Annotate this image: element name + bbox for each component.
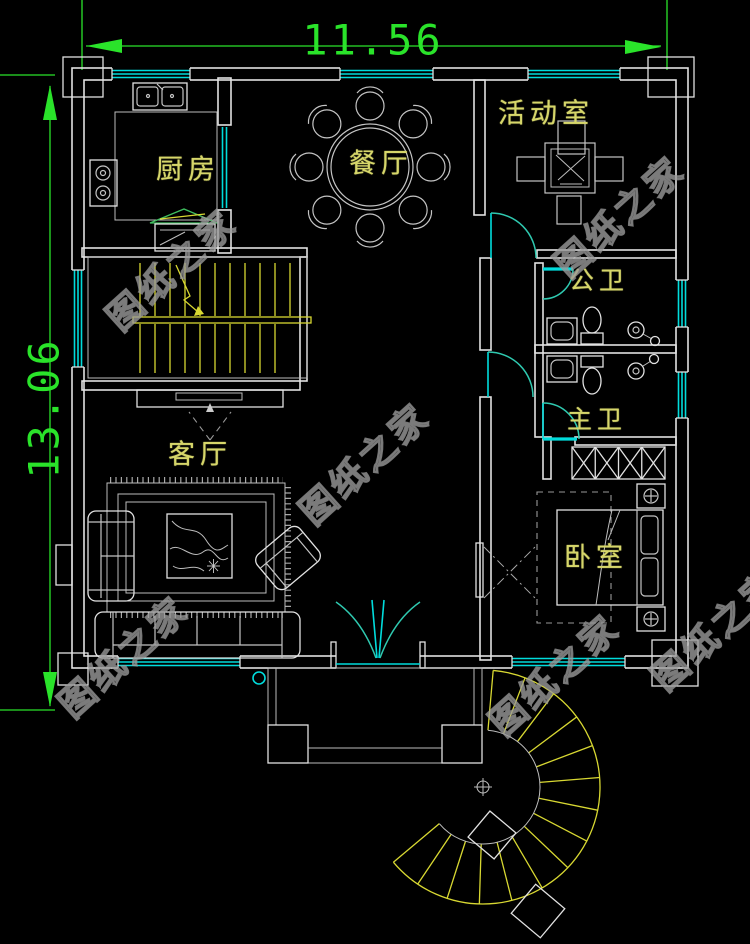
porch-column [441, 724, 483, 764]
toilet-icon [580, 306, 604, 345]
room-label-kitchen: 厨房 [156, 154, 220, 186]
pillow [640, 515, 659, 555]
toilet-icon [580, 355, 604, 395]
chair [307, 104, 342, 139]
dimension-height-label: 13.06 [19, 337, 69, 479]
chair [516, 156, 546, 182]
chair [398, 195, 433, 230]
room-label-master-bath: 主卫 [566, 405, 628, 434]
chair [416, 152, 451, 182]
sink-icon [546, 317, 578, 345]
sink-icon [546, 355, 578, 383]
room-label-living: 客厅 [168, 439, 232, 471]
tv-icon [475, 542, 537, 600]
porch [252, 667, 483, 764]
chair [557, 120, 586, 155]
kitchen-sink-icon [132, 82, 188, 111]
room-label-bedroom: 卧室 [564, 542, 628, 574]
fridge-icon [154, 223, 216, 252]
staircase [87, 256, 312, 379]
nightstand-bottom [636, 606, 666, 632]
chair [398, 104, 433, 139]
chair [556, 195, 582, 225]
chair [594, 156, 624, 182]
dining-table-set [289, 86, 451, 248]
hall-door [487, 351, 534, 398]
room-label-dining: 餐厅 [349, 148, 413, 180]
wardrobe [571, 446, 666, 480]
windows [71, 67, 689, 669]
dim-arrow-right [625, 40, 661, 54]
chair [307, 195, 342, 230]
room-label-activity: 活动室 [498, 98, 594, 130]
mahjong-table-set [516, 120, 624, 225]
room-label-public-bath: 公卫 [568, 266, 630, 295]
arrow-icon [206, 403, 214, 412]
spiral-staircase [392, 669, 601, 939]
coffee-table [166, 513, 233, 579]
master-bath-fixtures [546, 353, 660, 395]
column-footing [510, 883, 566, 939]
shower-icon [627, 353, 660, 380]
nightstand-top [636, 483, 666, 509]
public-bath-door [542, 267, 574, 300]
dimension-width-label: 11.56 [302, 15, 444, 65]
dim-arrow-left [86, 39, 122, 53]
bed [556, 509, 664, 606]
entrance-door [330, 599, 426, 670]
column-footing [467, 810, 517, 860]
sofa-bottom [94, 611, 301, 659]
bedroom-furniture [475, 483, 666, 632]
stove-icon [89, 159, 118, 207]
public-bath-fixtures [546, 306, 661, 347]
ceiling-projection [536, 491, 612, 624]
kitchen-fixtures [89, 82, 218, 252]
chair [289, 152, 324, 182]
dimension-lines [0, 0, 668, 711]
porch-column [267, 724, 309, 764]
master-bath-door [542, 402, 580, 441]
corner-posts [55, 56, 699, 687]
shower-icon [627, 321, 661, 347]
armchair [255, 525, 321, 591]
sofa-left [87, 510, 135, 602]
range-hood-icon [149, 208, 218, 224]
downpipe-icon [252, 671, 266, 685]
activity-room-door [490, 212, 537, 259]
pillow [640, 557, 659, 597]
dim-arrow-down [43, 672, 57, 707]
snowflake-icon [207, 559, 220, 573]
tv-cabinet [136, 389, 284, 441]
chair [355, 213, 385, 248]
chair [355, 86, 385, 121]
dim-arrow-up [43, 85, 57, 120]
